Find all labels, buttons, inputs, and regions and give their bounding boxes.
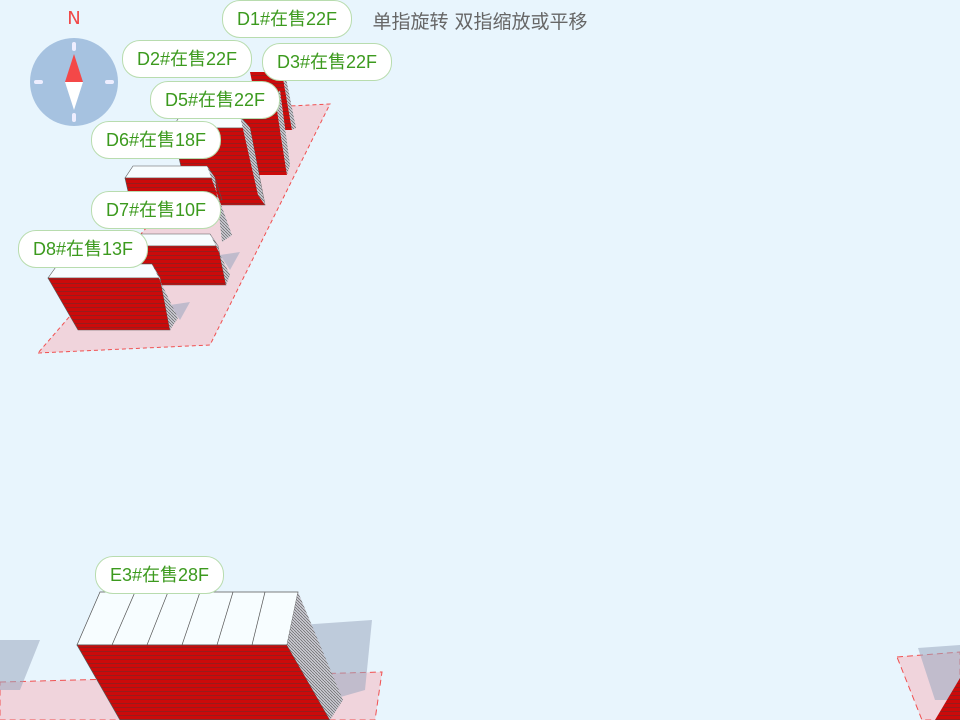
building-label-d6[interactable]: D6#在售18F <box>91 121 222 159</box>
building-label-e3[interactable]: E3#在售28F <box>95 556 225 594</box>
building-label-d8[interactable]: D8#在售13F <box>18 230 149 268</box>
building-label-d5[interactable]: D5#在售22F <box>150 81 281 119</box>
building-label-d1[interactable]: D1#在售22F <box>222 0 353 38</box>
building-e3[interactable] <box>76 591 343 720</box>
building-right-edge[interactable] <box>935 678 960 720</box>
north-label: N <box>67 8 81 29</box>
building-shadows <box>0 252 960 700</box>
gesture-hint: 单指旋转 双指缩放或平移 <box>372 11 588 33</box>
building-label-d2[interactable]: D2#在售22F <box>122 40 253 78</box>
building-label-d3[interactable]: D3#在售22F <box>262 43 393 81</box>
building-label-d7[interactable]: D7#在售10F <box>91 191 222 229</box>
compass-icon[interactable] <box>30 38 118 126</box>
